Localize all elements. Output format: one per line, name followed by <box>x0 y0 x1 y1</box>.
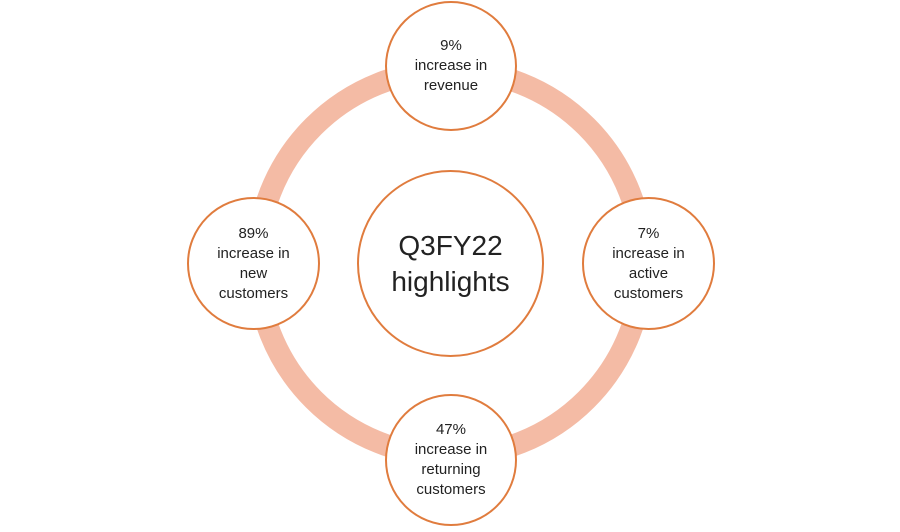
returning-customers-label: 47% increase in returning customers <box>414 421 488 498</box>
revenue-label: 9% increase in revenue <box>414 37 488 94</box>
center-highlights-node: Q3FY22 highlights <box>357 170 544 357</box>
center-title: Q3FY22 highlights <box>391 229 510 297</box>
new-customers-node: 89% increase in new customers <box>187 197 320 330</box>
active-customers-label: 7% increase in active customers <box>612 224 685 302</box>
active-customers-node: 7% increase in active customers <box>582 197 715 330</box>
returning-customers-node: 47% increase in returning customers <box>385 394 517 526</box>
revenue-node: 9% increase in revenue <box>385 1 517 131</box>
new-customers-label: 89% increase in new customers <box>217 224 290 302</box>
